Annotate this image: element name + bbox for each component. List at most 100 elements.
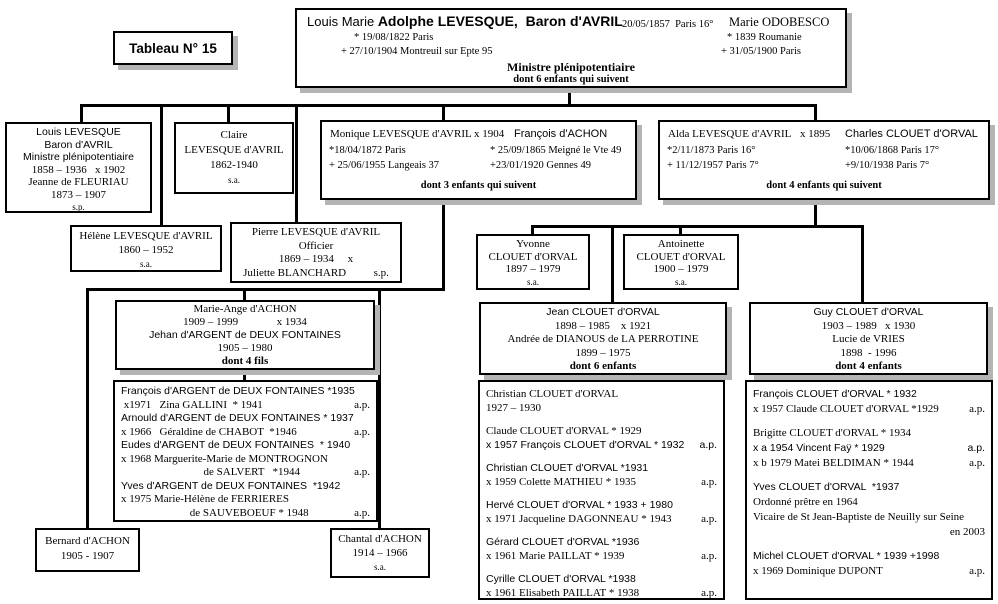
text-line: 1898 – 1985 x 1921	[554, 319, 652, 332]
text-line: Claude CLOUET d'ORVAL * 1929	[486, 425, 642, 437]
text-line: Marie-Ange d'ACHON	[193, 303, 297, 315]
spacer	[486, 415, 717, 424]
text-line: 1860 – 1952	[118, 244, 174, 256]
wife-name: Monique LEVESQUE d'AVRIL	[330, 128, 472, 140]
text-line: Antoinette	[657, 238, 705, 250]
connector-drop-helene	[160, 104, 163, 227]
entry-text: de SAUVEBOEUF * 1948	[121, 506, 309, 519]
text-line: s.a.	[675, 276, 687, 287]
text-line: 1905 – 1980	[217, 342, 273, 354]
spacer	[753, 540, 985, 549]
text-line: Guy CLOUET d'ORVAL	[813, 306, 924, 318]
text-line: x 1971 Jacqueline DAGONNEAU * 1943 a.p.	[486, 512, 717, 526]
text-line: dont 4 fils	[221, 355, 269, 367]
entry-suffix: a.p.	[701, 587, 717, 599]
text-line: Arnould d'ARGENT de DEUX FONTAINES * 193…	[121, 412, 354, 424]
text-line: Yves CLOUET d'ORVAL *1937	[753, 481, 900, 493]
connector-orval-sibling-line	[531, 225, 864, 228]
profession-label: Ministre plénipotentiaire	[507, 60, 635, 74]
text-line: Ministre plénipotentiaire	[23, 151, 134, 163]
connector-drop-bernard	[86, 288, 89, 530]
connector-drop-chantal	[378, 288, 381, 530]
husband-birth: *10/06/1868 Paris 17°	[845, 145, 940, 156]
text-line: Christian CLOUET d'ORVAL	[486, 388, 619, 400]
connector-drop-alda	[814, 104, 817, 121]
text-line: Gérard CLOUET d'ORVAL *1936	[486, 536, 640, 548]
entry-suffix: a.p.	[354, 398, 370, 411]
entry-suffix: a.p.	[969, 403, 985, 415]
connector-alda-descent	[814, 198, 817, 228]
text-line: 1903 – 1989 x 1930	[821, 319, 916, 332]
text-line: dont 6 enfants	[569, 360, 637, 372]
text-line: Officier	[298, 239, 334, 252]
text-line: Andrée de DIANOUS de LA PERROTINE	[507, 333, 699, 345]
text-line: Hélène LEVESQUE d'AVRIL	[79, 230, 213, 242]
connector-drop-pierre	[295, 104, 298, 224]
entry-suffix: a.p.	[701, 476, 717, 488]
entry-text: x b 1979 Matei BELDIMAN * 1944	[753, 457, 914, 469]
text-line: Jean CLOUET d'ORVAL	[546, 306, 660, 318]
entry-suffix: a.p.	[701, 513, 717, 525]
text-line: CLOUET d'ORVAL	[636, 250, 726, 263]
text-line: CLOUET d'ORVAL	[488, 250, 578, 263]
entry-suffix: a.p.	[969, 457, 985, 469]
connector-drop-antoinette	[679, 225, 682, 236]
text-line: Bernard d'ACHON	[45, 535, 130, 547]
text-line: Juliette BLANCHARD s.p.	[243, 266, 389, 279]
connector-jean-to-list	[600, 373, 603, 382]
connector-drop-yvonne	[531, 225, 534, 236]
spacer	[486, 526, 717, 535]
entry-text: de SALVERT *1944	[121, 466, 301, 478]
spacer	[486, 563, 717, 572]
entry-text: x 1959 Colette MATHIEU * 1935	[486, 476, 637, 488]
entry-text: x 1971 Jacqueline DAGONNEAU * 1943	[486, 513, 672, 525]
marriage-date: x 1895	[800, 128, 831, 140]
text-line: Eudes d'ARGENT de DEUX FONTAINES * 1940	[121, 439, 351, 451]
connector-drop-jean	[611, 225, 614, 304]
wife-birth: *2/11/1873 Paris 16°	[667, 145, 756, 156]
text-line: s.a.	[228, 175, 240, 185]
text-line: 1897 – 1979	[505, 263, 561, 275]
wife-death: + 25/06/1955 Langeais 37	[329, 160, 440, 171]
text-line: 1909 – 1999 x 1934	[183, 316, 307, 328]
text-line: 1858 – 1936 x 1902	[31, 163, 126, 176]
text-line: 1905 - 1907	[60, 550, 115, 562]
text-line: dont 4 enfants	[835, 360, 902, 372]
text-line: x b 1979 Matei BELDIMAN * 1944 a.p.	[753, 456, 985, 471]
spacer	[753, 417, 985, 426]
text-line: François d'ARGENT de DEUX FONTAINES *193…	[121, 385, 355, 397]
couple-box-alda-clouet: Alda LEVESQUE d'AVRIL x 1895 Charles CLO…	[658, 120, 990, 200]
text-line: Hervé CLOUET d'ORVAL * 1933 + 1980	[486, 499, 673, 511]
children-note: dont 4 enfants qui suivent	[766, 180, 882, 191]
text-line: x 1968 Marguerite-Marie de MONTROGNON	[121, 452, 328, 465]
text-line: Jeanne de FLEURIAU	[28, 176, 129, 188]
connector-drop-marieange	[243, 288, 246, 302]
text-line: Yves d'ARGENT de DEUX FONTAINES *1942	[121, 479, 341, 492]
text-line: Lucie de VRIES	[832, 333, 905, 345]
entry-suffix: a.p.	[354, 425, 370, 438]
children-note: dont 3 enfants qui suivent	[420, 180, 537, 191]
text-line: Yvonne	[516, 238, 550, 250]
text-line: s.a.	[527, 276, 539, 287]
text-line: LEVESQUE d'AVRIL	[184, 144, 284, 156]
text-line: x 1975 Marie-Hélène de FERRIERES	[121, 493, 290, 505]
marriage-date: x 1904	[474, 128, 505, 140]
connector-drop-louis	[80, 104, 83, 123]
connector-marieange-to-list	[243, 368, 246, 382]
husband-name: Charles CLOUET d'ORVAL	[845, 128, 978, 140]
person-box-bernard: Bernard d'ACHON 1905 - 1907	[35, 528, 140, 572]
